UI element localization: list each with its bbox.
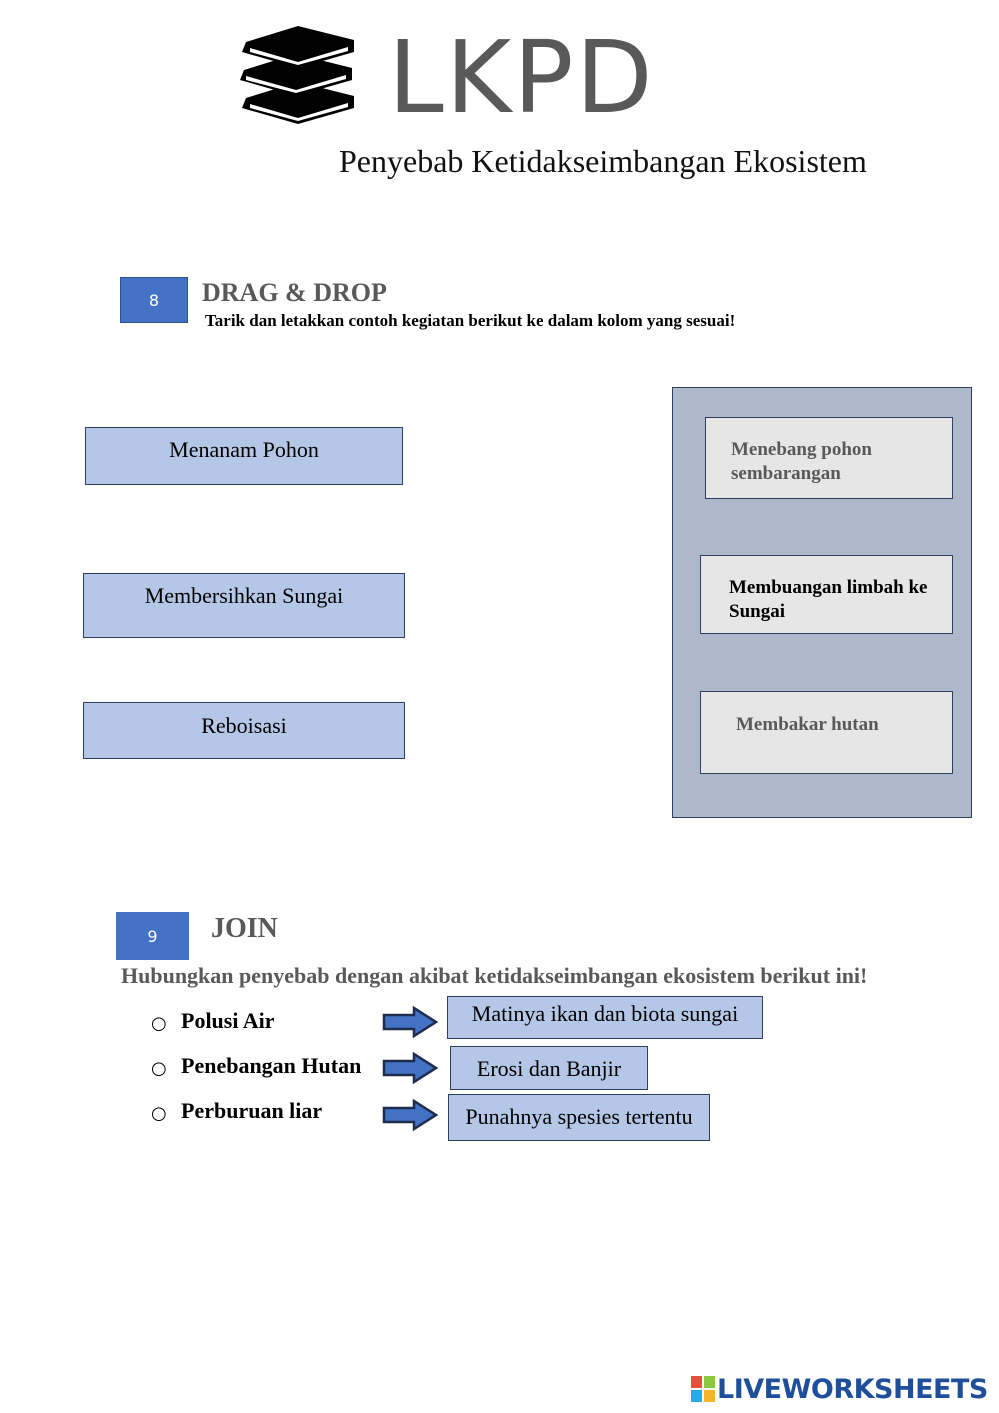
cause-label: Perburuan liar [181, 1098, 323, 1123]
arrow-right-icon [382, 1052, 438, 1084]
effect-box[interactable]: Punahnya spesies tertentu [448, 1094, 710, 1141]
drop-target[interactable]: Membakar hutan [700, 691, 953, 774]
drag-option[interactable]: Reboisasi [83, 702, 405, 759]
bullet-icon: ○ [151, 1058, 167, 1079]
cause-label: Polusi Air [181, 1008, 275, 1033]
logo-title: LKPD [388, 19, 655, 136]
effect-box[interactable]: Matinya ikan dan biota sungai [447, 996, 763, 1039]
drop-target-label: Membakar hutan [736, 714, 879, 735]
arrow-right-icon [382, 1006, 438, 1038]
question-number-badge: 9 [116, 912, 189, 960]
drop-target-label: Membuangan limbah ke [729, 577, 928, 598]
page-subtitle: Penyebab Ketidakseimbangan Ekosistem [339, 143, 867, 179]
question-number-badge: 8 [120, 277, 188, 323]
drop-target[interactable]: Menebang pohon sembarangan [705, 417, 953, 499]
drop-target-label: Sungai [729, 601, 785, 622]
drop-target[interactable]: Membuangan limbah ke Sungai [700, 555, 953, 634]
liveworksheets-logo-icon [691, 1376, 715, 1402]
arrow-right-icon [382, 1099, 438, 1131]
bullet-icon: ○ [151, 1103, 167, 1124]
drop-target-label: Menebang pohon [731, 439, 872, 460]
drag-option[interactable]: Menanam Pohon [85, 427, 403, 485]
section-title: DRAG & DROP [202, 278, 387, 307]
cause-label: Penebangan Hutan [181, 1053, 362, 1078]
effect-box[interactable]: Erosi dan Banjir [450, 1046, 648, 1090]
liveworksheets-brand: LIVEWORKSHEETS [691, 1372, 988, 1406]
books-stack-icon [240, 26, 354, 124]
section-title: JOIN [211, 913, 278, 944]
drag-option[interactable]: Membersihkan Sungai [83, 573, 405, 638]
section-instruction: Tarik dan letakkan contoh kegiatan berik… [205, 311, 736, 330]
section-instruction: Hubungkan penyebab dengan akibat ketidak… [121, 963, 868, 988]
drop-target-label: sembarangan [731, 463, 841, 484]
brand-name: LIVEWORKSHEETS [717, 1373, 988, 1405]
bullet-icon: ○ [151, 1013, 167, 1034]
